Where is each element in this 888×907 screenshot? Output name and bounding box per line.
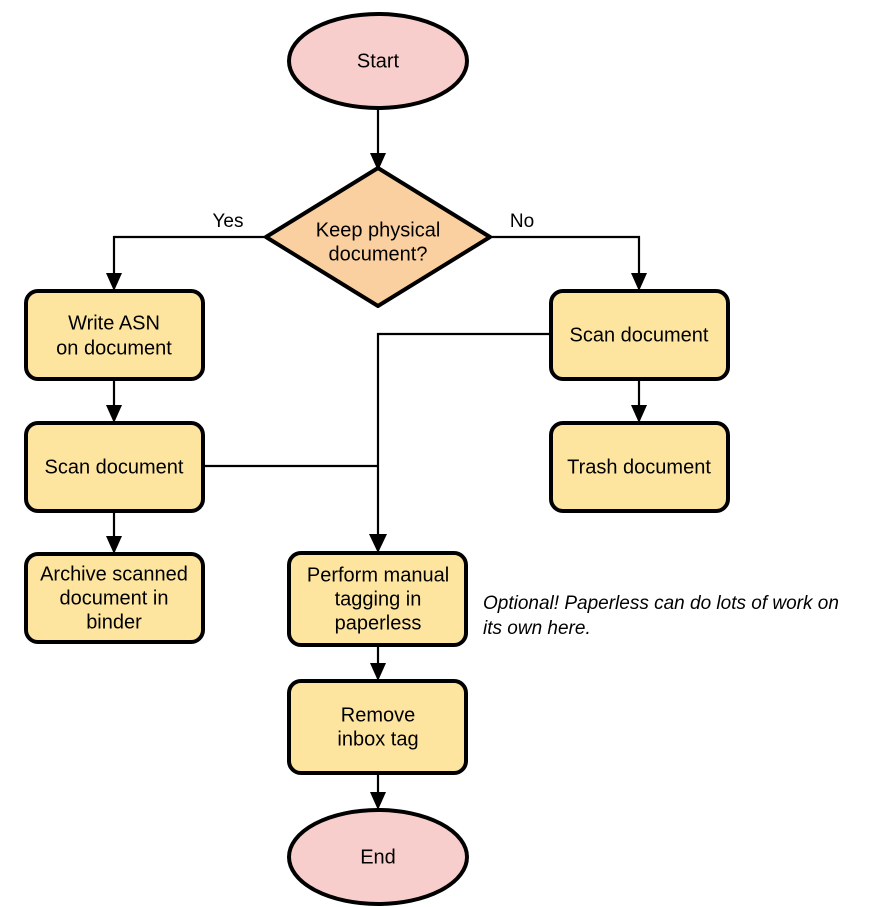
arrow-head-icon xyxy=(106,405,122,423)
trash-document-label: Trash document xyxy=(567,456,711,478)
write-asn-label-line1: Write ASN xyxy=(68,312,160,334)
nodes-layer: Start Keep physical document? Write ASN … xyxy=(24,12,730,906)
tagging-label-line3: paperless xyxy=(335,612,422,634)
edge-line xyxy=(376,332,551,541)
arrow-head-icon xyxy=(106,536,122,554)
edge-scan-left-to-archive xyxy=(106,511,122,554)
edge-remove-tag-to-end xyxy=(370,773,386,810)
arrow-head-icon xyxy=(631,273,647,291)
edge-decision-to-write-asn xyxy=(106,235,266,291)
scan-document-left-label: Scan document xyxy=(45,456,184,478)
arrow-head-icon xyxy=(370,663,386,681)
edge-start-to-decision xyxy=(370,108,386,171)
process-box[interactable] xyxy=(549,421,730,513)
edge-scan-right-to-tagging xyxy=(369,332,551,553)
tagging-label-line1: Perform manual xyxy=(307,564,449,586)
archive-label-line2: document in xyxy=(60,587,169,609)
remove-tag-label-line1: Remove xyxy=(341,704,415,726)
start-label: Start xyxy=(357,50,400,72)
node-start[interactable]: Start xyxy=(287,12,469,110)
node-end[interactable]: End xyxy=(287,808,469,906)
write-asn-label-line2: on document xyxy=(56,337,172,359)
edge-line xyxy=(112,235,266,279)
arrow-head-icon xyxy=(370,792,386,810)
node-perform-manual-tagging[interactable]: Perform manual tagging in paperless xyxy=(287,551,468,647)
arrow-head-icon xyxy=(631,405,647,423)
process-box[interactable] xyxy=(24,552,205,644)
start-ellipse[interactable] xyxy=(287,12,469,110)
edge-labels-layer: Yes No xyxy=(213,211,535,232)
edge-write-asn-to-scan-left xyxy=(106,379,122,423)
process-box[interactable] xyxy=(287,551,468,647)
optional-note-line2: its own here. xyxy=(483,618,591,639)
node-scan-document-right[interactable]: Scan document xyxy=(549,289,730,381)
annotation-optional-note: Optional! Paperless can do lots of work … xyxy=(483,593,839,639)
node-remove-inbox-tag[interactable]: Remove inbox tag xyxy=(287,679,468,775)
decision-label-line1: Keep physical xyxy=(316,219,441,241)
edge-label-no: No xyxy=(510,211,534,232)
scan-document-right-label: Scan document xyxy=(570,324,709,346)
decision-diamond[interactable] xyxy=(264,166,492,308)
archive-label-line3: binder xyxy=(86,611,142,633)
arrow-head-icon xyxy=(370,153,386,171)
arrow-head-icon xyxy=(369,534,387,553)
edges-layer xyxy=(106,108,647,810)
edge-decision-to-scan-right xyxy=(490,235,647,291)
process-box[interactable] xyxy=(549,289,730,381)
node-write-asn-on-document[interactable]: Write ASN on document xyxy=(24,289,205,381)
optional-note-line1: Optional! Paperless can do lots of work … xyxy=(483,593,839,614)
node-decision-keep-physical-document[interactable]: Keep physical document? xyxy=(264,166,492,308)
process-box[interactable] xyxy=(287,679,468,775)
arrow-head-icon xyxy=(106,273,122,291)
tagging-label-line2: tagging in xyxy=(335,588,422,610)
remove-tag-label-line2: inbox tag xyxy=(337,728,418,750)
edge-label-yes: Yes xyxy=(213,211,244,232)
process-box[interactable] xyxy=(24,421,205,513)
node-trash-document[interactable]: Trash document xyxy=(549,421,730,513)
process-box[interactable] xyxy=(24,289,205,381)
edge-scan-right-to-trash xyxy=(631,379,647,423)
archive-label-line1: Archive scanned xyxy=(40,563,188,585)
node-scan-document-left[interactable]: Scan document xyxy=(24,421,205,513)
decision-label-line2: document? xyxy=(329,243,428,265)
edge-tagging-to-remove-tag xyxy=(370,645,386,681)
end-label: End xyxy=(360,846,396,868)
end-ellipse[interactable] xyxy=(287,808,469,906)
node-archive-scanned-document[interactable]: Archive scanned document in binder xyxy=(24,552,205,644)
edge-line xyxy=(490,235,641,279)
